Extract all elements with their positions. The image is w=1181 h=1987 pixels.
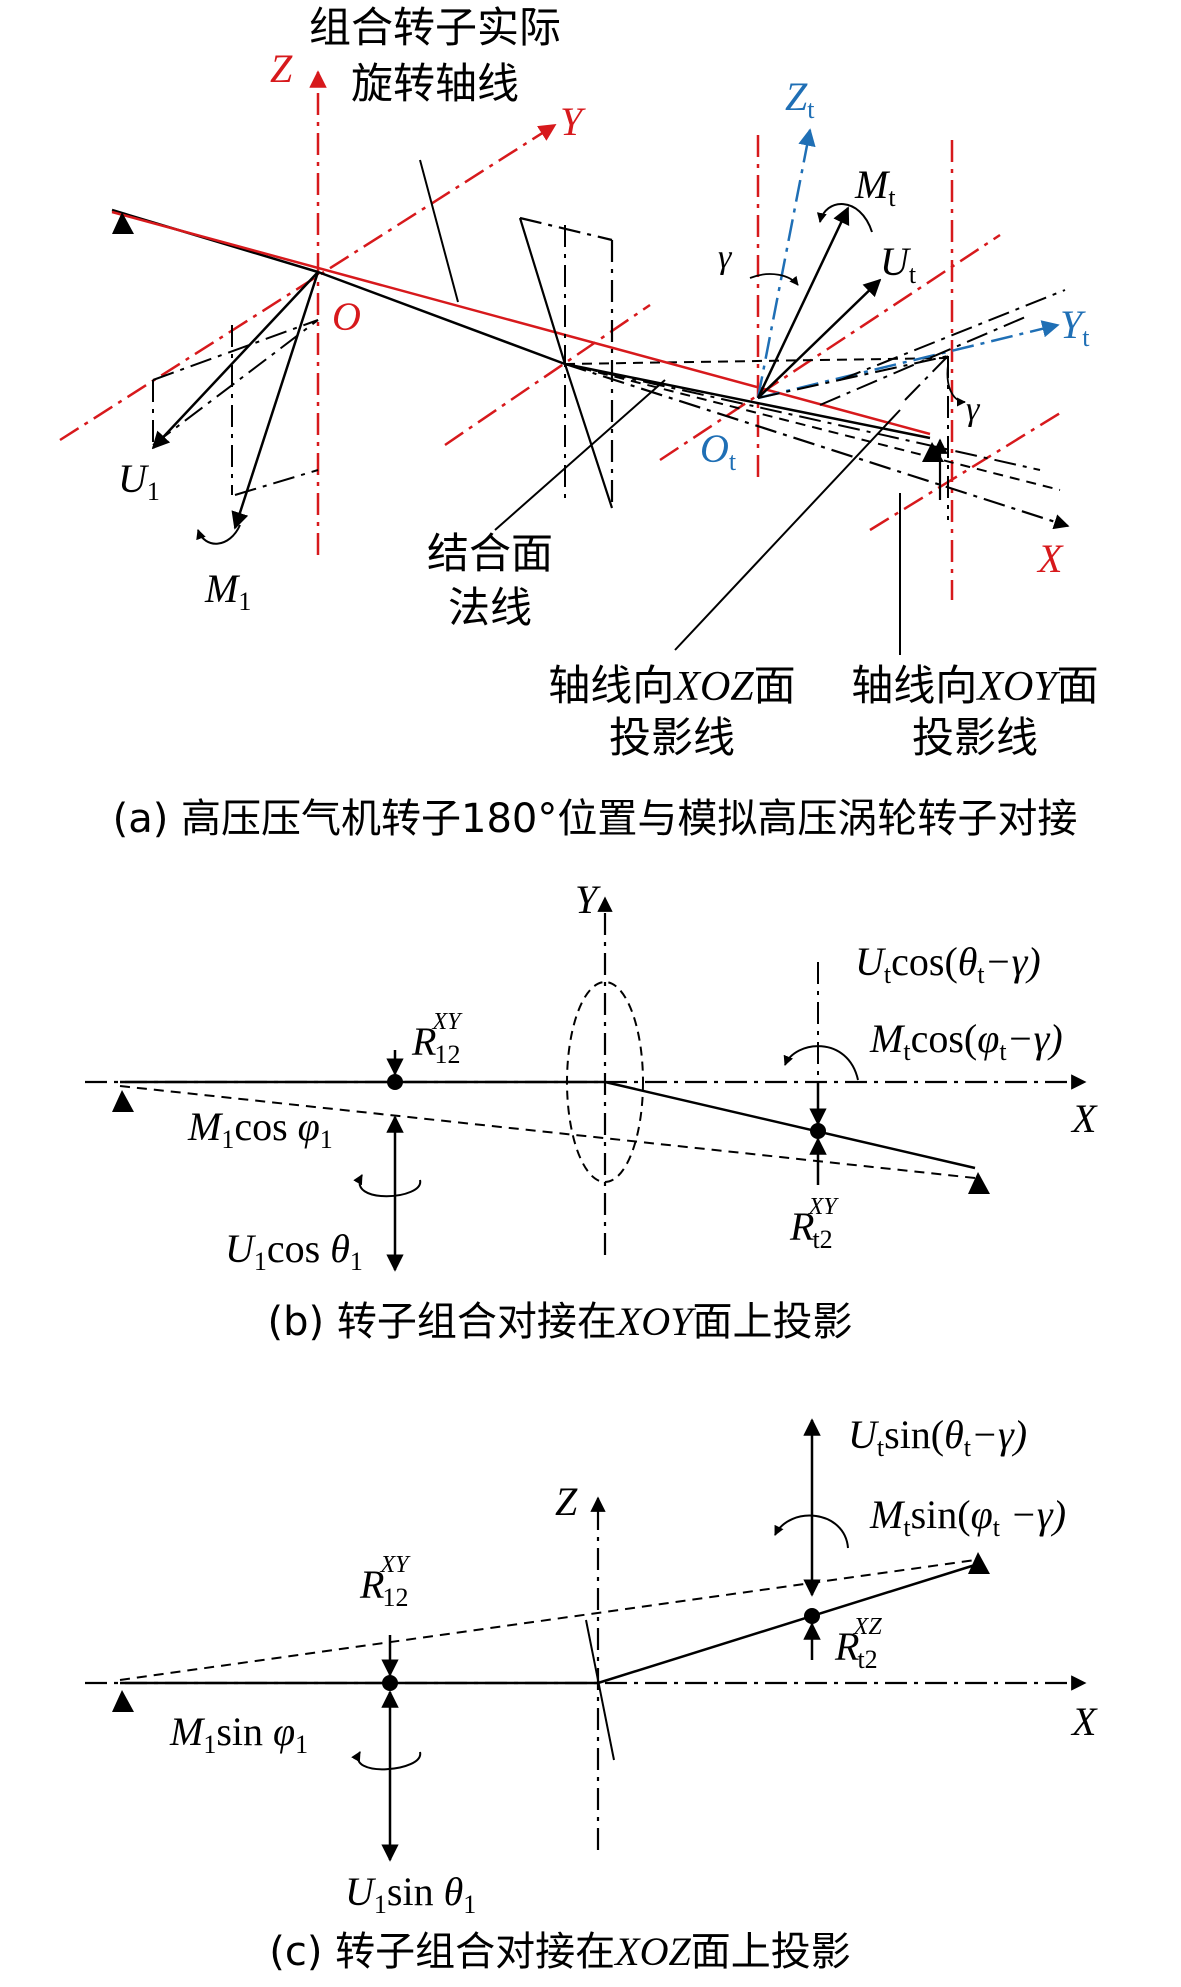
label-xoz-projection-line1: 轴线向XOZ面 [548, 661, 795, 710]
m1-cos-label: M1cos φ1 [187, 1104, 333, 1154]
caption-b: (b) 转子组合对接在XOY面上投影 [268, 1299, 853, 1345]
mt-cos-label: Mtcos(φt−γ) [869, 1016, 1063, 1066]
m1-rotation-arrow [353, 1174, 422, 1198]
yt-label: Yt [1060, 302, 1090, 352]
guide-line [757, 355, 949, 399]
axis-x-label: X [1070, 1096, 1098, 1141]
leader-line [494, 379, 666, 531]
zt-label: Zt [785, 74, 815, 124]
caption-c: (c) 转子组合对接在XOZ面上投影 [269, 1929, 851, 1975]
axis-y-label: Y [575, 877, 601, 922]
axis-x-label: X [1070, 1699, 1098, 1744]
label-joint-normal-line1: 结合面 [427, 529, 553, 578]
node-rt2 [810, 1123, 826, 1139]
ot-label: Ot [700, 426, 737, 476]
label-joint-normal-line2: 法线 [448, 583, 532, 632]
mt-sin-label: Mtsin(φt −γ) [869, 1492, 1066, 1542]
guide-line [904, 355, 949, 401]
rotor-shaft [317, 270, 566, 366]
guide-line [152, 319, 319, 446]
rt2-label: Rt2XZ [834, 1614, 882, 1674]
guide-line [234, 469, 319, 496]
gamma-arc [749, 273, 799, 286]
guide-line [819, 314, 1031, 406]
bearing-left [112, 1090, 134, 1112]
m1-vector [231, 271, 320, 530]
label-xoy-projection-line1: 轴线向XOY面 [851, 661, 1098, 710]
guide-line [839, 289, 1066, 381]
shaft-right [597, 1563, 976, 1685]
u1-label: U1 [118, 456, 160, 506]
shaft-right [604, 1080, 976, 1170]
gamma-label: γ [966, 391, 981, 428]
red-guide-line [659, 233, 1001, 462]
r12-label: R12XY [411, 1009, 463, 1069]
mt-rotation-arrow [816, 203, 873, 233]
gamma-arc [946, 364, 966, 407]
bearing-right [968, 1172, 990, 1194]
m1-rotation-arrow [351, 1751, 422, 1771]
axis-x-label: X [1036, 536, 1064, 581]
u1-vector [151, 271, 319, 450]
node-r12 [382, 1675, 398, 1691]
red-guide-line [869, 408, 1066, 532]
label-xoz-projection-line2: 投影线 [609, 713, 735, 762]
rt2-label: Rt2XY [789, 1194, 839, 1254]
red-guide-line [444, 303, 651, 447]
m1-label: M1 [204, 566, 251, 616]
ut-cos-label: Utcos(θt−γ) [855, 939, 1041, 989]
mt-label: Mt [854, 162, 896, 212]
dashed-line [119, 1559, 976, 1681]
u1-sin-label: U1sin θ1 [345, 1869, 476, 1919]
u1-cos-label: U1cos θ1 [225, 1226, 363, 1276]
actual-rotation-axis [111, 210, 931, 436]
rotor-shaft [564, 362, 931, 440]
zt-axis [756, 128, 816, 399]
node-rt2 [804, 1608, 820, 1624]
r12-label: R12XY [359, 1552, 411, 1612]
m1-rotation-arrow [196, 524, 241, 545]
mt-rotation-arrow [774, 1514, 849, 1549]
leader-line [419, 159, 459, 303]
dashed-line [119, 1085, 976, 1179]
label-actual-axis-line1: 组合转子实际 [309, 3, 561, 52]
node-r12 [387, 1074, 403, 1090]
axis-z-label: Z [555, 1479, 578, 1524]
label-xoy-projection-line2: 投影线 [912, 713, 1038, 762]
ut-sin-label: Utsin(θt−γ) [848, 1412, 1027, 1462]
axis-z-label: Z [270, 46, 293, 91]
joint-line [585, 1619, 615, 1761]
panel-a: 组合转子实际 旋转轴线 Z Y O X U1 M1 Zt Yt Ot Mt Ut… [59, 3, 1099, 842]
ut-vector [757, 278, 882, 399]
yt-axis [757, 320, 1060, 400]
axis-y-label: Y [560, 99, 586, 144]
mt-vector [756, 206, 850, 399]
dashed-line [564, 357, 951, 365]
guide-line [152, 319, 319, 381]
panel-c: Z X R12XY Rt2XZ Utsin(θt−γ) Mtsin(φt −γ)… [85, 1412, 1098, 1975]
bearing-right [968, 1552, 990, 1574]
projection-line [564, 363, 1061, 491]
origin-o-label: O [332, 294, 361, 339]
bearing-left [112, 212, 134, 234]
ut-label: Ut [880, 239, 917, 289]
bearing-left [112, 1690, 134, 1712]
x-axis [564, 362, 1070, 530]
label-actual-axis-line2: 旋转轴线 [351, 59, 519, 108]
mt-rotation-arrow [783, 1045, 859, 1081]
m1-sin-label: M1sin φ1 [169, 1709, 308, 1759]
panel-b: Y X R12XY Rt2XY Utcos(θt−γ) Mtcos(φt−γ) … [85, 877, 1098, 1345]
caption-a: (a) 高压压气机转子180°位置与模拟高压涡轮转子对接 [113, 796, 1078, 842]
leader-line [674, 409, 901, 651]
gamma-label: γ [718, 239, 733, 276]
projection-line [564, 363, 1041, 471]
